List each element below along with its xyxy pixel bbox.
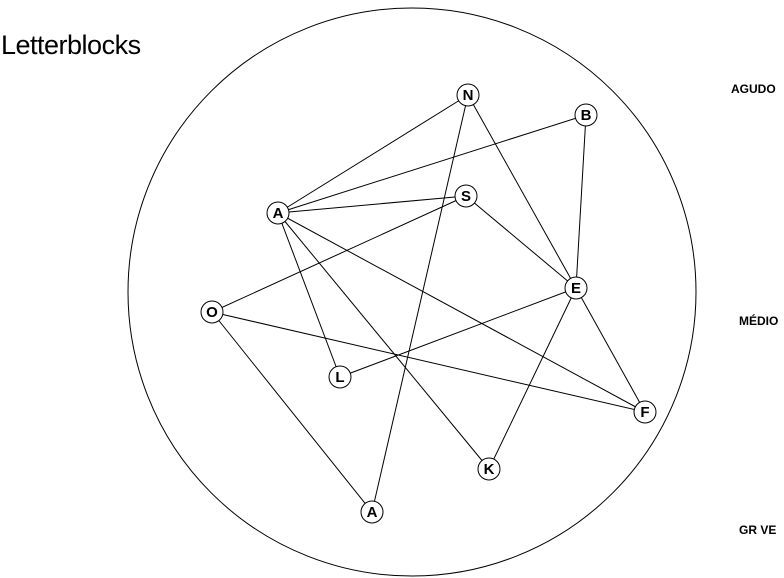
edge-a1-b (277, 114, 587, 214)
node-e: E (564, 276, 588, 300)
node-circle (266, 201, 290, 225)
node-circle (477, 457, 501, 481)
node-n: N (456, 83, 480, 107)
node-label: O (206, 304, 218, 321)
edge-o-f (211, 311, 646, 413)
node-label: A (367, 504, 378, 521)
edge-a1-f (277, 212, 646, 413)
edge-a1-n (277, 94, 469, 214)
node-a1: A (266, 201, 290, 225)
edge-a1-s (277, 195, 467, 214)
node-circle (328, 365, 352, 389)
edge-n-e (467, 94, 577, 289)
node-label: K (484, 461, 495, 478)
edge-o-a2 (211, 311, 373, 513)
node-circle (633, 400, 657, 424)
edge-group (211, 94, 646, 513)
node-s: S (454, 184, 478, 208)
edge-b-e (575, 114, 587, 289)
node-circle (454, 184, 478, 208)
edge-l-e (339, 287, 577, 378)
label-agudo: AGUDO (731, 82, 776, 96)
diagram-title: Letterblocks (1, 30, 141, 60)
node-circle (456, 83, 480, 107)
node-group: N B A S E O L F K A (200, 83, 657, 524)
label-grave: GR VE (739, 523, 777, 537)
node-k: K (477, 457, 501, 481)
edge-a1-k (277, 212, 490, 470)
edge-e-k (488, 287, 577, 470)
edge-n-a2 (371, 94, 469, 513)
edge-a1-l (277, 212, 341, 378)
boundary-circle (127, 7, 697, 577)
node-label: B (581, 107, 592, 124)
node-circle (360, 500, 384, 524)
node-circle (574, 103, 598, 127)
node-circle (564, 276, 588, 300)
node-label: L (335, 369, 344, 386)
node-label: N (463, 87, 474, 104)
node-o: O (200, 300, 224, 324)
node-b: B (574, 103, 598, 127)
node-label: E (571, 280, 581, 297)
edge-s-e (465, 195, 577, 289)
node-label: F (640, 404, 649, 421)
node-label: A (273, 205, 284, 222)
label-medio: MÉDIO (739, 314, 779, 328)
node-circle (200, 300, 224, 324)
edge-e-f (575, 287, 646, 413)
node-label: S (461, 188, 471, 205)
node-a2: A (360, 500, 384, 524)
node-l: L (328, 365, 352, 389)
edge-s-o (211, 195, 467, 313)
node-f: F (633, 400, 657, 424)
